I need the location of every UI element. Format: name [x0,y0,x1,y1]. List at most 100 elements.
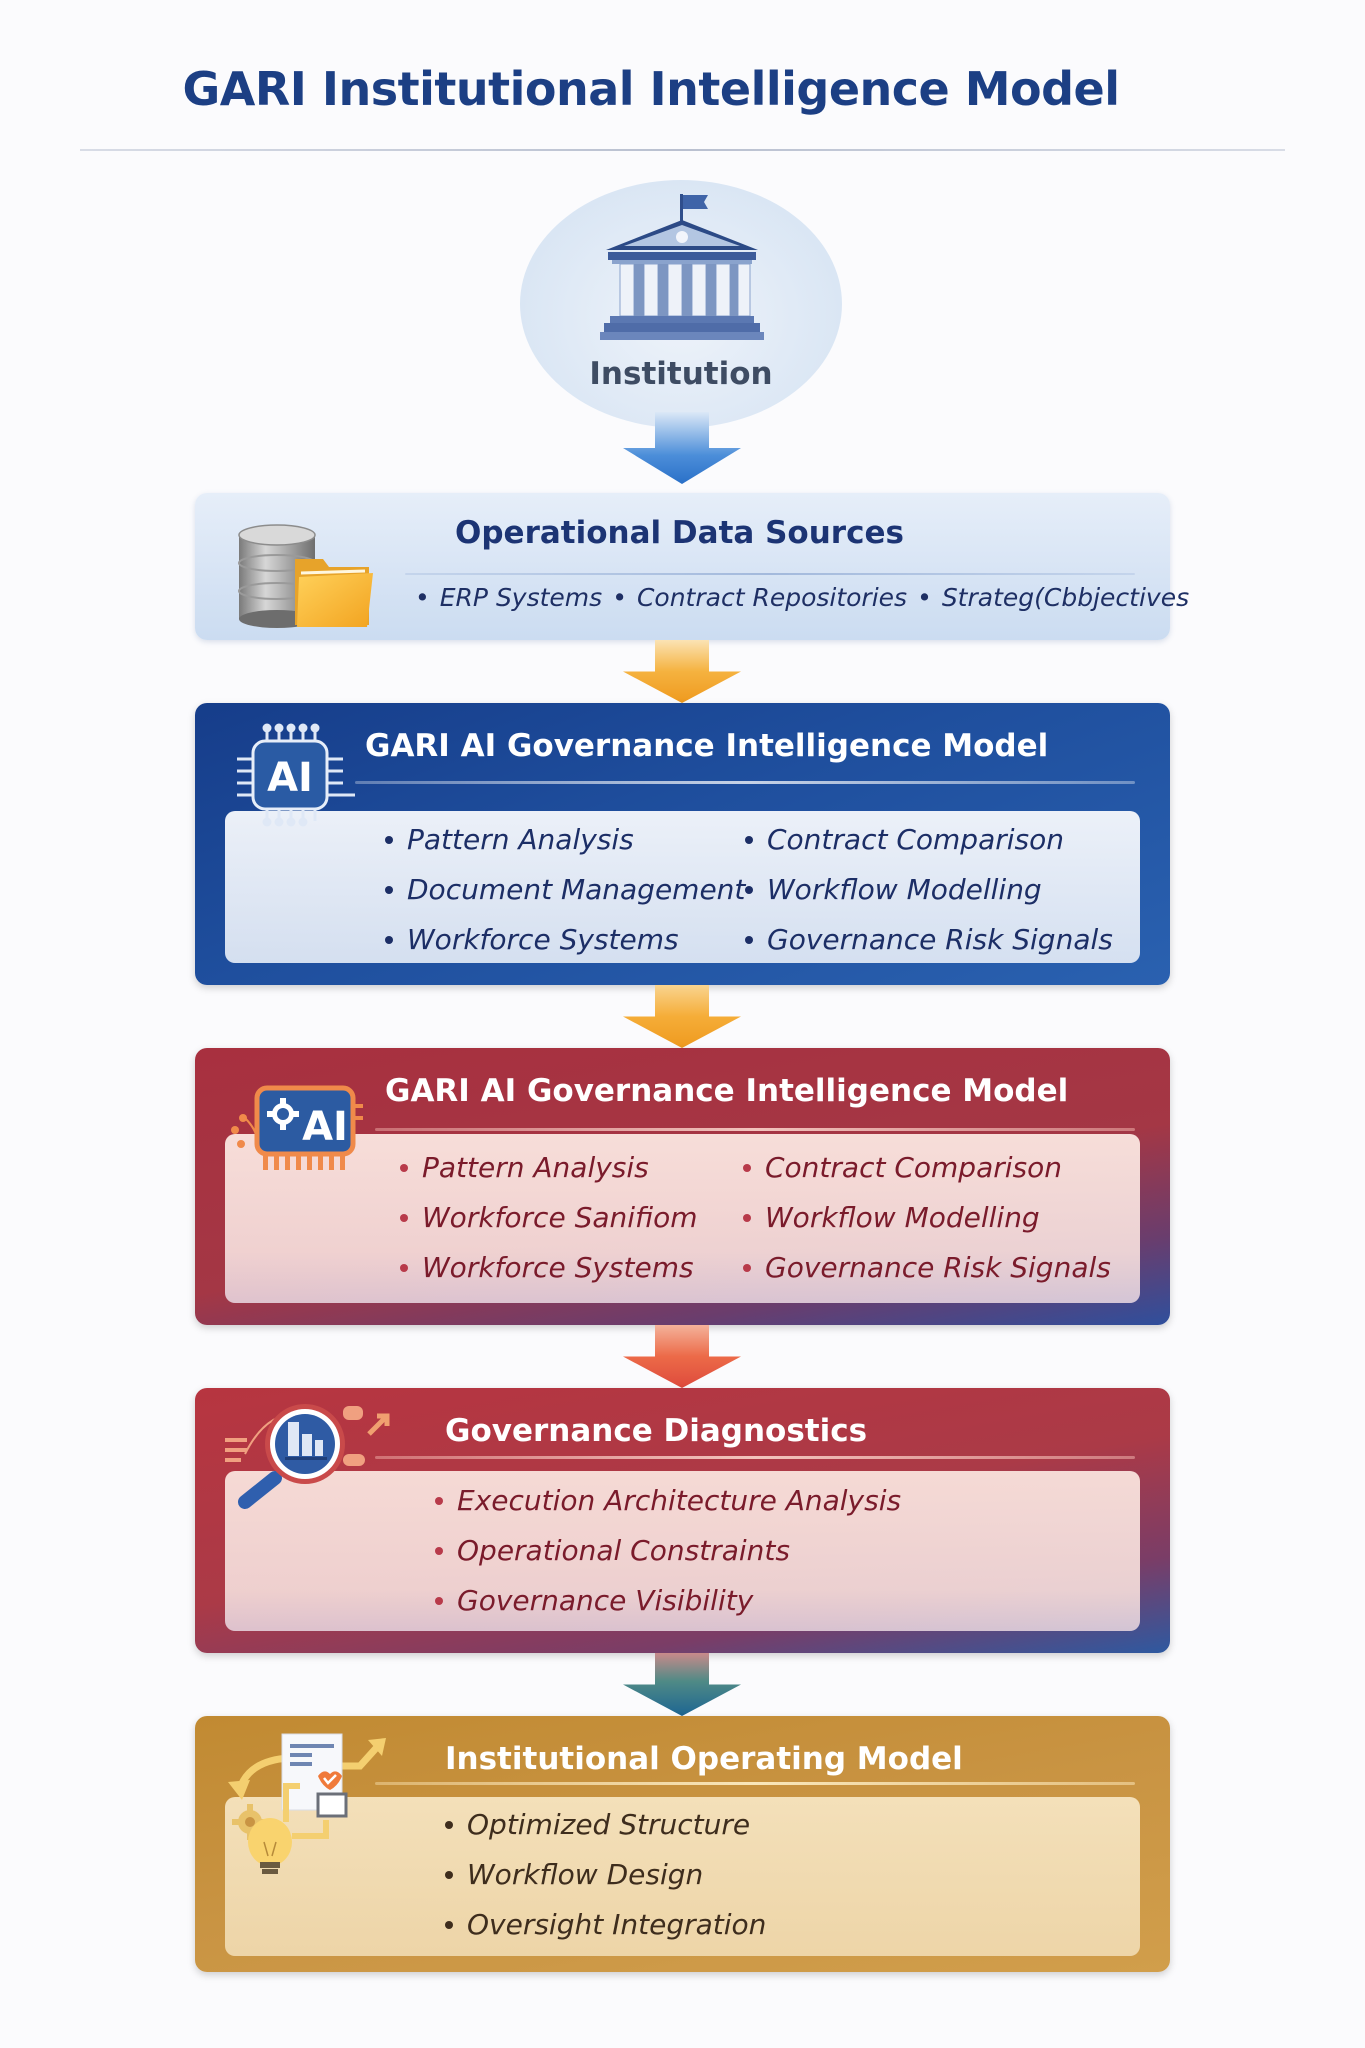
content-panel [225,1134,1140,1303]
bullet [400,1264,408,1272]
list-item-label: Governance Risk Signals [767,923,1113,956]
bullet [385,836,393,844]
title-rule [375,1456,1135,1459]
content-panel [225,1471,1140,1631]
list-item: Optimized Structure [445,1800,766,1850]
ai-chip-gear-icon: AI [215,1068,365,1180]
bullet [400,1164,408,1172]
bullet: • [917,583,932,612]
list-item-label: Contract Comparison [765,1151,1062,1184]
stage-institutional-operating-model: Institutional Operating Model Optimized … [195,1716,1170,1972]
stage-ai-governance-model-blue: AI GARI AI Governance Intelligence Model… [195,703,1170,985]
list-item: Contract Repositories [636,583,908,612]
bullet [743,1264,751,1272]
arrow-ai-red-to-diagnostics [617,1325,747,1388]
title-rule [375,1128,1135,1131]
list-item: Workflow Modelling [745,865,1113,915]
title-divider [80,149,1285,151]
data-source-list: • ERP Systems • Contract Repositories • … [405,583,1189,612]
bullet [435,1547,443,1555]
stage-title: Governance Diagnostics [445,1413,868,1449]
list-item: Execution Architecture Analysis [435,1476,901,1526]
arrow-diagnostics-to-operating [617,1653,747,1716]
svg-text:AI: AI [302,1104,348,1150]
stage-ai-governance-model-red: AI GARI AI Governance Intelligence Model… [195,1048,1170,1325]
stage-title: GARI AI Governance Intelligence Model [385,1073,1069,1109]
operating-model-list: Optimized Structure Workflow Design Over… [445,1800,766,1950]
list-item-label: Governance Visibility [457,1584,754,1617]
stage-governance-diagnostics: Governance Diagnostics Execution Archite… [195,1388,1170,1653]
list-item: Pattern Analysis [400,1143,698,1193]
capability-list-right: Contract Comparison Workflow Modelling G… [745,815,1113,965]
stage-title: GARI AI Governance Intelligence Model [365,728,1049,764]
bullet: • [415,583,430,612]
list-item-label: Workflow Modelling [767,873,1042,906]
list-item: Strateg(Cbbjectives [941,583,1190,612]
list-item-label: Pattern Analysis [422,1151,649,1184]
list-item: Contract Comparison [745,815,1113,865]
magnifier-chart-icon [225,1394,395,1514]
list-item-label: Optimized Structure [467,1808,751,1841]
list-item: Operational Constraints [435,1526,901,1576]
title-rule [355,781,1135,784]
svg-text:AI: AI [267,755,313,801]
title-rule [405,573,1135,575]
list-item-label: Workflow Modelling [765,1201,1040,1234]
bullet [400,1214,408,1222]
list-item-label: Workforce Sanifiom [422,1201,698,1234]
list-item: Governance Visibility [435,1576,901,1626]
list-item-label: Workflow Design [467,1858,704,1891]
stage-title: Institutional Operating Model [445,1741,963,1777]
list-item: Contract Comparison [743,1143,1111,1193]
bullet [445,1871,453,1879]
list-item: Oversight Integration [445,1900,766,1950]
list-item-label: Workforce Systems [422,1251,694,1284]
list-item: Governance Risk Signals [745,915,1113,965]
content-panel [225,811,1140,963]
bullet [745,936,753,944]
list-item-label: Governance Risk Signals [765,1251,1111,1284]
bullet [435,1597,443,1605]
institution-label: Institution [589,356,773,392]
list-item-label: Contract Comparison [767,823,1064,856]
bullet [445,1821,453,1829]
list-item-label: Oversight Integration [467,1908,767,1941]
list-item-label: Document Management [407,873,746,906]
list-item: Workflow Modelling [743,1193,1111,1243]
title-rule [375,1782,1135,1785]
institution-building-icon [598,192,766,342]
stage-operational-data-sources: Operational Data Sources • ERP Systems •… [195,493,1189,640]
list-item: Workflow Design [445,1850,766,1900]
page-title: GARI Institutional Intelligence Model [182,62,1120,116]
capability-list-left: Pattern Analysis Document Management Wor… [385,815,745,965]
bullet [743,1214,751,1222]
bullet [745,836,753,844]
capability-list-left: Pattern Analysis Workforce Sanifiom Work… [400,1143,698,1293]
arrow-institution-to-data [617,412,747,484]
list-item: Workforce Systems [385,915,745,965]
arrow-data-to-ai-blue [617,640,747,703]
bullet: • [612,583,627,612]
bullet [745,886,753,894]
bullet [743,1164,751,1172]
database-folder-icon [235,521,375,633]
list-item: Document Management [385,865,745,915]
list-item: Governance Risk Signals [743,1243,1111,1293]
list-item-label: Workforce Systems [407,923,679,956]
stage-title: Operational Data Sources [455,515,904,551]
arrow-ai-blue-to-ai-red [617,985,747,1048]
capability-list-right: Contract Comparison Workflow Modelling G… [743,1143,1111,1293]
list-item-label: Pattern Analysis [407,823,634,856]
bullet [445,1921,453,1929]
list-item: Workforce Systems [400,1243,698,1293]
ai-chip-icon: AI [225,721,355,831]
content-panel [225,1797,1140,1956]
bullet [385,936,393,944]
bullet [435,1497,443,1505]
list-item: ERP Systems [439,583,603,612]
list-item: Workforce Sanifiom [400,1193,698,1243]
list-item-label: Operational Constraints [457,1534,790,1567]
list-item-label: Execution Architecture Analysis [457,1484,902,1517]
document-lightbulb-icon [220,1726,390,1886]
list-item: Pattern Analysis [385,815,745,865]
